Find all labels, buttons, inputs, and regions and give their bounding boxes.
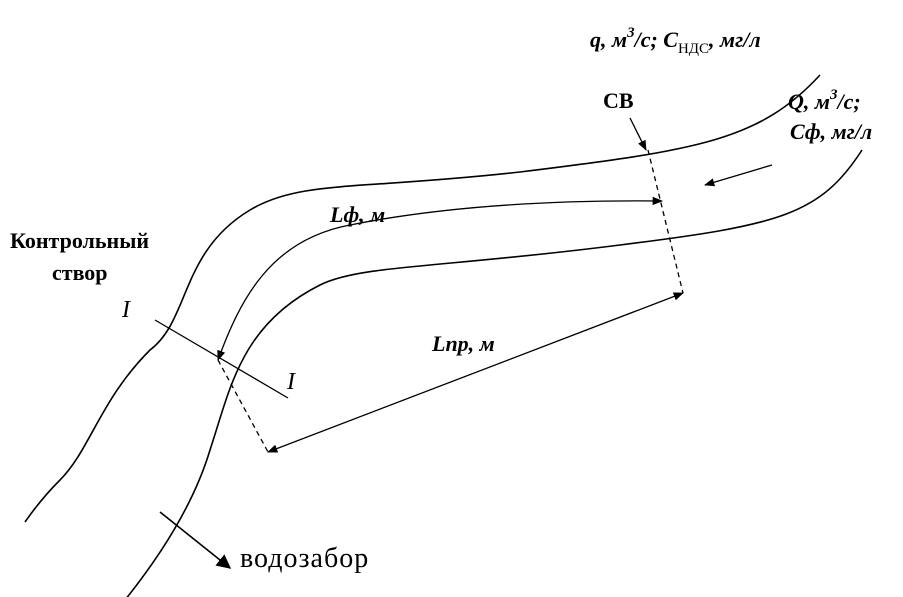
- control-section-label-line2: створ: [52, 260, 108, 285]
- water-intake-label: водозабор: [240, 543, 369, 574]
- outlet-pointer-arrow: [629, 117, 647, 151]
- outlet-section-dashed-line: [647, 149, 684, 294]
- river-q-label: Q, м3/с;: [788, 87, 861, 114]
- lpr-distance-arrow: [267, 292, 684, 453]
- control-section-line: [154, 319, 289, 399]
- river-cf-label: Сф, мг/л: [790, 119, 872, 144]
- section-mark-right: I: [286, 369, 296, 395]
- control-section-label-line1: Контрольный: [10, 228, 149, 253]
- outlet-label: СВ: [603, 88, 634, 113]
- flow-direction-arrow: [704, 164, 773, 187]
- lf-label: Lф, м: [329, 202, 385, 227]
- river-bank-lower: [126, 149, 863, 597]
- lpr-label: Lпр, м: [431, 331, 495, 356]
- water-intake-arrow: [159, 511, 232, 569]
- lf-distance-arrow: [217, 196, 664, 361]
- river-bank-upper: [24, 74, 821, 523]
- section-mark-left: I: [121, 297, 131, 323]
- control-section-dashed-line: [217, 359, 269, 453]
- discharge-q-label: q, м3/с; СНДС, мг/л: [590, 25, 761, 57]
